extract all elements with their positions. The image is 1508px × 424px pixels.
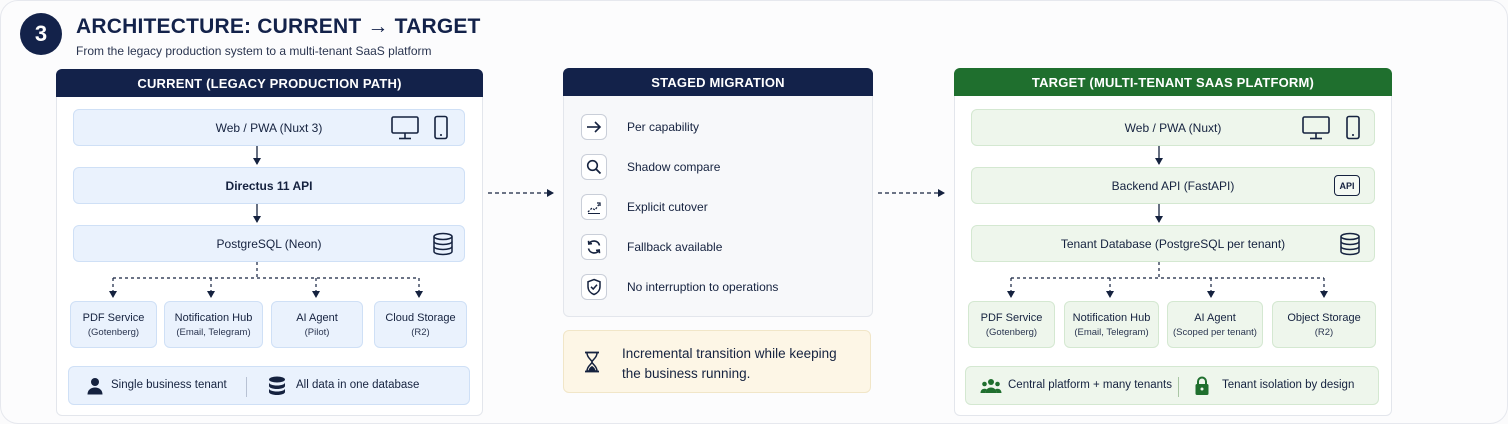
- current-api-label: Directus 11 API: [225, 178, 313, 193]
- step-number-badge: 3: [20, 13, 62, 55]
- service-title: AI Agent: [296, 311, 338, 324]
- service-title: PDF Service: [82, 311, 145, 324]
- page-title: ARCHITECTURE: CURRENT → TARGET: [76, 15, 481, 38]
- service-title: PDF Service: [980, 311, 1043, 324]
- target-footer: Central platform + many tenants Tenant i…: [965, 366, 1379, 405]
- migration-step: Shadow compare: [581, 153, 720, 181]
- api-badge-icon: API: [1334, 175, 1360, 196]
- page-subtitle: From the legacy production system to a m…: [76, 44, 432, 58]
- migration-note-text: Incremental transition while keeping the…: [622, 346, 837, 381]
- search-icon: [581, 154, 607, 180]
- target-service-pdf: PDF Service (Gotenberg): [968, 301, 1055, 348]
- database-stack-icon: [268, 376, 286, 396]
- current-footer-right: All data in one database: [296, 379, 420, 391]
- target-database-box: Tenant Database (PostgreSQL per tenant): [971, 225, 1375, 262]
- current-footer-left: Single business tenant: [111, 379, 227, 391]
- service-subtitle: (Gotenberg): [87, 326, 140, 338]
- target-service-storage: Object Storage (R2): [1272, 301, 1376, 348]
- service-title: AI Agent: [1194, 311, 1236, 324]
- service-subtitle: (Scoped per tenant): [1173, 326, 1257, 338]
- current-client-box: Web / PWA (Nuxt 3): [73, 109, 465, 146]
- service-title: Notification Hub: [1072, 311, 1151, 324]
- migration-step-label: Per capability: [627, 120, 700, 134]
- target-database-label: Tenant Database (PostgreSQL per tenant): [1060, 236, 1286, 251]
- migration-note: Incremental transition while keeping the…: [563, 330, 871, 393]
- service-subtitle: (R2): [411, 326, 430, 338]
- current-panel-heading: CURRENT (LEGACY PRODUCTION PATH): [56, 69, 483, 97]
- footer-divider: [1178, 377, 1179, 397]
- service-subtitle: (R2): [1314, 326, 1334, 338]
- cutover-chart-icon: [581, 194, 607, 220]
- target-api-label: Backend API (FastAPI): [1111, 178, 1235, 193]
- target-service-notification: Notification Hub (Email, Telegram): [1064, 301, 1159, 348]
- desktop-icon: [1301, 115, 1331, 141]
- current-client-label: Web / PWA (Nuxt 3): [215, 120, 323, 135]
- current-service-storage: Cloud Storage (R2): [374, 301, 467, 348]
- migration-step: No interruption to operations: [581, 273, 778, 301]
- refresh-icon: [581, 234, 607, 260]
- shield-check-icon: [581, 274, 607, 300]
- mobile-icon: [1345, 115, 1361, 141]
- lock-icon: [1194, 376, 1210, 396]
- users-group-icon: [980, 378, 1002, 394]
- migration-step: Explicit cutover: [581, 193, 708, 221]
- target-service-ai-agent: AI Agent (Scoped per tenant): [1167, 301, 1263, 348]
- user-icon: [87, 377, 103, 395]
- migration-steps: Per capability Shadow compare Explicit c…: [563, 0, 873, 300]
- service-title: Cloud Storage: [385, 311, 456, 324]
- migration-step-label: Shadow compare: [627, 160, 721, 174]
- service-subtitle: (Pilot): [304, 326, 330, 338]
- current-database-box: PostgreSQL (Neon): [73, 225, 465, 262]
- service-title: Notification Hub: [174, 311, 253, 324]
- service-title: Object Storage: [1287, 311, 1361, 324]
- service-subtitle: (Gotenberg): [985, 326, 1038, 338]
- hourglass-icon: [584, 351, 600, 373]
- current-service-notification: Notification Hub (Email, Telegram): [164, 301, 263, 348]
- target-footer-left: Central platform + many tenants: [1008, 379, 1172, 391]
- service-subtitle: (Email, Telegram): [176, 326, 251, 338]
- current-database-label: PostgreSQL (Neon): [216, 236, 322, 251]
- migration-step-label: No interruption to operations: [627, 280, 779, 294]
- current-footer: Single business tenant All data in one d…: [68, 366, 470, 405]
- target-client-box: Web / PWA (Nuxt): [971, 109, 1375, 146]
- migration-step-label: Fallback available: [627, 240, 723, 254]
- target-client-label: Web / PWA (Nuxt): [1124, 120, 1222, 135]
- current-service-pdf: PDF Service (Gotenberg): [70, 301, 157, 348]
- target-panel-heading: TARGET (MULTI-TENANT SAAS PLATFORM): [954, 68, 1392, 96]
- migration-step-label: Explicit cutover: [627, 200, 708, 214]
- target-api-box: Backend API (FastAPI): [971, 167, 1375, 204]
- database-icon: [432, 232, 454, 256]
- desktop-icon: [390, 115, 420, 141]
- database-icon: [1339, 232, 1361, 256]
- arrow-right-icon: [581, 114, 607, 140]
- target-footer-right: Tenant isolation by design: [1222, 379, 1355, 391]
- current-api-box: Directus 11 API: [73, 167, 465, 204]
- footer-divider: [246, 377, 247, 397]
- migration-panel-heading: STAGED MIGRATION: [563, 68, 873, 96]
- current-service-ai-agent: AI Agent (Pilot): [271, 301, 363, 348]
- migration-step: Per capability: [581, 113, 699, 141]
- migration-panel: STAGED MIGRATION: [563, 68, 873, 317]
- mobile-icon: [433, 115, 449, 141]
- service-subtitle: (Email, Telegram): [1074, 326, 1149, 338]
- migration-step: Fallback available: [581, 233, 722, 261]
